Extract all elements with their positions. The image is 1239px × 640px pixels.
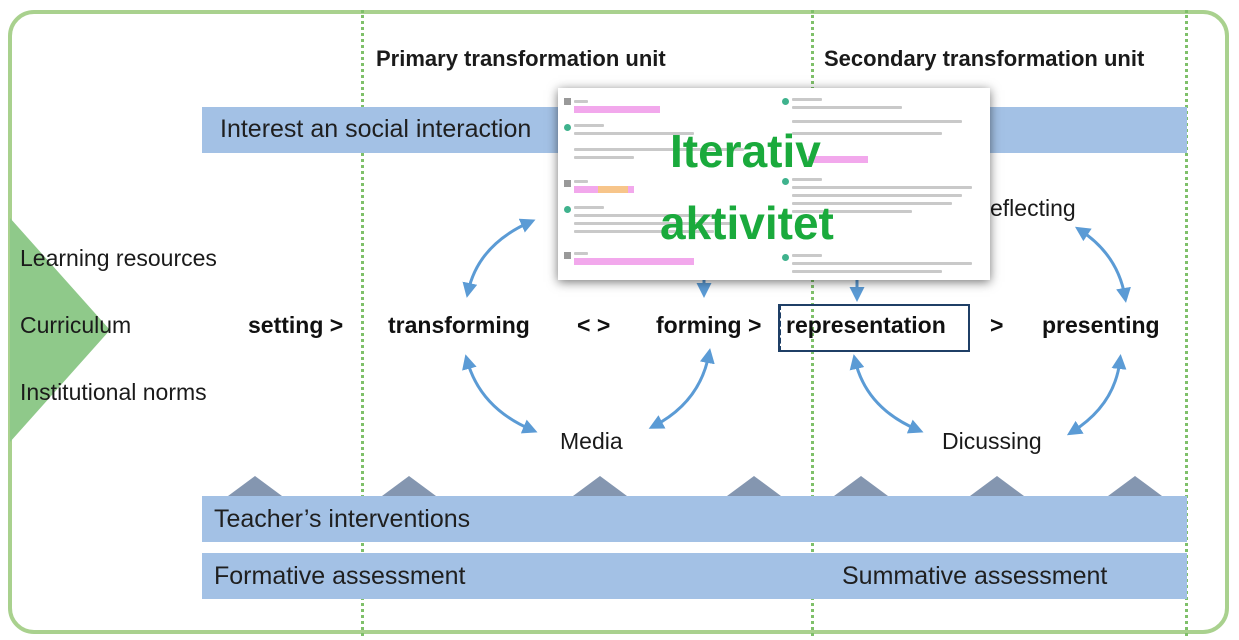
summative-assessment-label: Summative assessment — [842, 562, 1108, 590]
step-separator-1: < > — [577, 312, 611, 338]
step-setting: setting > — [248, 312, 344, 338]
representation-box-dash — [778, 304, 808, 352]
divider-primary-secondary — [811, 10, 814, 636]
node-media: Media — [560, 428, 623, 454]
node-dicussing: Dicussing — [942, 428, 1042, 454]
interest-band-label: Interest an social interaction — [220, 115, 532, 143]
step-forming: forming > — [656, 312, 762, 338]
overlay-word-aktivitet: aktivitet — [660, 197, 834, 249]
intervention-peaks — [228, 476, 1162, 496]
teacher-interventions-band: Teacher’s interventions — [202, 496, 1187, 542]
arrow-presenting-reflecting — [1074, 226, 1131, 303]
overlay-word-iterativ: Iterativ — [670, 125, 821, 177]
context-triangle — [10, 218, 110, 442]
left-label-learning-resources: Learning resources — [20, 245, 217, 271]
step-transforming: transforming — [388, 312, 530, 338]
arrow-transforming-media — [462, 354, 538, 434]
step-presenting: presenting — [1042, 312, 1160, 338]
arrow-forming-media — [648, 348, 715, 429]
assessment-band: Formative assessment Summative assessmen… — [202, 553, 1187, 599]
formative-assessment-label: Formative assessment — [214, 562, 466, 590]
secondary-unit-header: Secondary transformation unit — [824, 46, 1145, 71]
left-label-curriculum: Curriculum — [20, 312, 132, 338]
divider-secondary-right — [1185, 10, 1188, 636]
chat-screenshot-overlay: Iterativ aktivitet — [558, 88, 990, 280]
step-representation: representation — [786, 312, 946, 338]
left-label-institutional-norms: Institutional norms — [20, 379, 207, 405]
node-reflecting: eflecting — [990, 195, 1076, 221]
arrow-presenting-dicussing — [1066, 354, 1127, 436]
primary-unit-header: Primary transformation unit — [376, 46, 666, 71]
divider-primary-left — [361, 10, 364, 636]
arrow-transforming-up — [462, 218, 536, 298]
teacher-interventions-label: Teacher’s interventions — [214, 505, 471, 533]
arrow-representation-dicussing — [849, 354, 924, 434]
step-separator-2: > — [990, 312, 1004, 338]
